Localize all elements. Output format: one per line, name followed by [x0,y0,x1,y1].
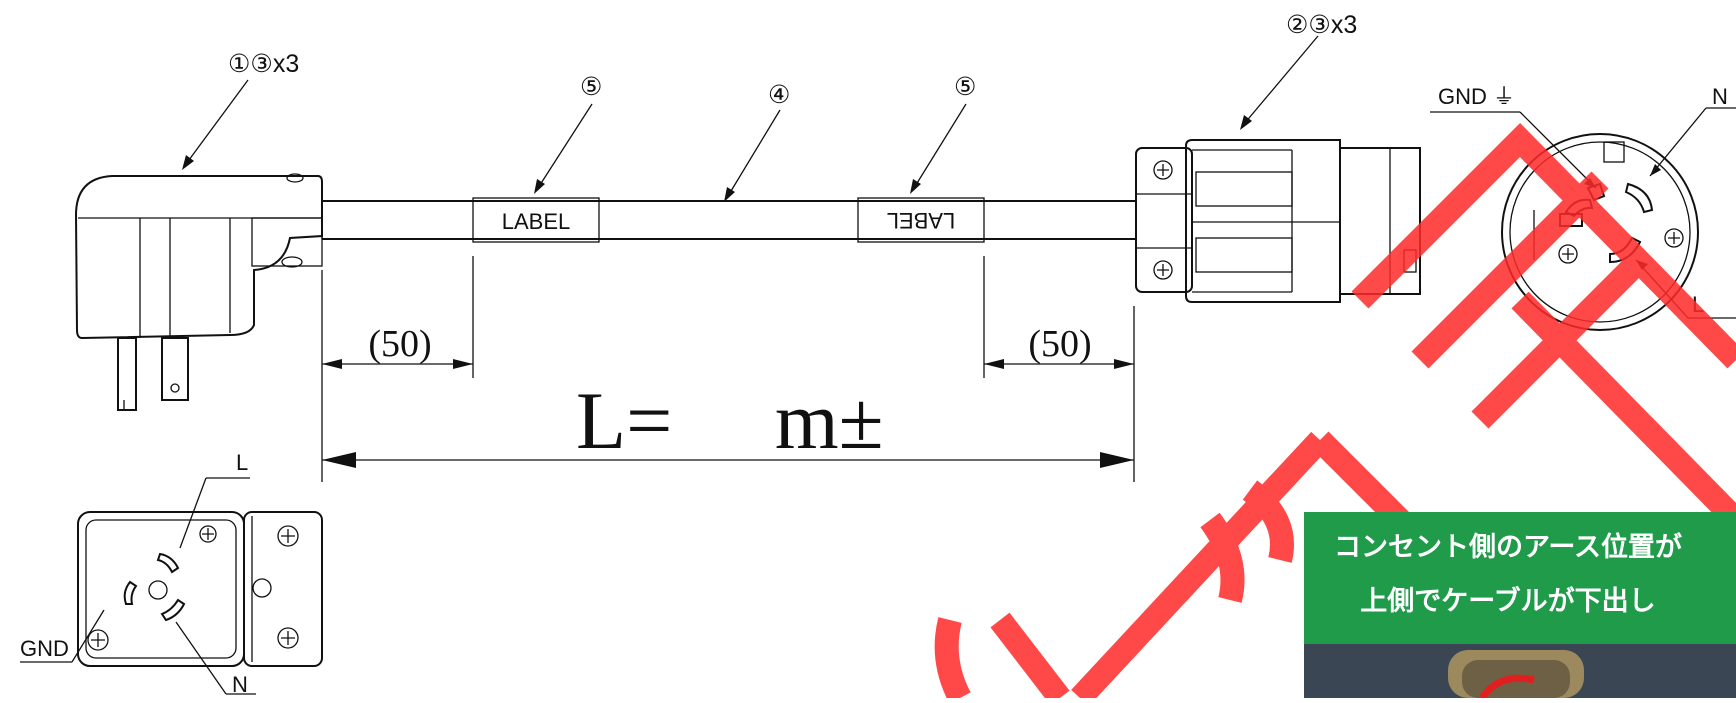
face-gnd-label: GND ⏚ [1438,84,1515,109]
photo-banner [1304,512,1736,644]
plug-l-label: L [236,450,248,475]
left-plug-side-view [74,173,323,411]
callout-cable: ④ [768,81,790,109]
dim-right-offset: (50) [1028,323,1091,365]
plug-gnd-label: GND [20,636,69,661]
dim-length: L= m± [576,375,884,466]
photo-text-line1: コンセント側のアース位置が [1334,531,1682,563]
dim-left-offset: (50) [368,323,431,365]
plug-n-label: N [232,672,248,697]
cable-label-right: LABEL [857,197,985,243]
callout-label-right: ⑤ [954,73,976,101]
cable [321,200,1135,240]
watermark-stamp [934,122,1736,703]
right-connector-side-view [1135,139,1421,303]
callout-leaders [182,35,1319,202]
plug-face-view [77,511,323,667]
cable-label-right-text: LABEL [887,208,956,233]
callout-left-plug: ①③x3 [228,50,299,78]
face-n-label: N [1712,84,1728,109]
photo-inset: コンセント側のアース位置が 上側でケーブルが下出し [1304,512,1736,701]
callout-right-connector: ②③x3 [1286,11,1357,39]
dimension-lines [321,256,1135,482]
plug-face-leaders [20,477,256,695]
callout-label-left: ⑤ [580,73,602,101]
cable-label-left-text: LABEL [502,209,571,234]
photo-text-line2: 上側でケーブルが下出し [1360,585,1655,617]
cable-label-left: LABEL [472,197,600,243]
